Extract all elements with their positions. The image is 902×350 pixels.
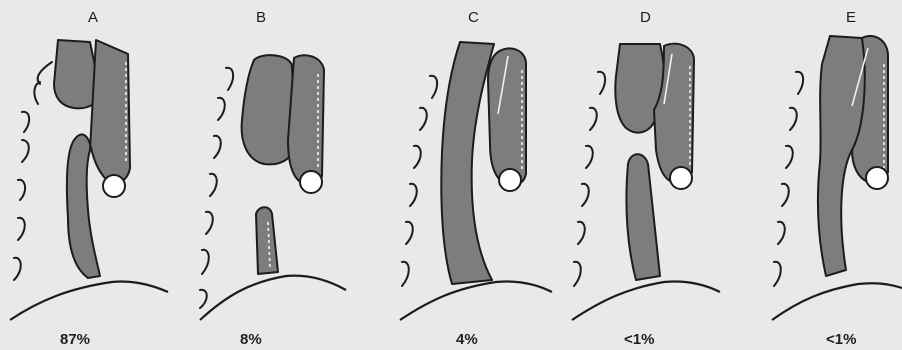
panel-d-letter: D: [640, 9, 651, 26]
panel-b-letter: B: [256, 9, 266, 26]
panel-c-vertebrae: [402, 76, 437, 286]
panel-c-esophagus: [441, 42, 494, 284]
panel-c-lung-bud: [499, 169, 521, 191]
panel-b: B 8%: [200, 9, 346, 348]
panel-e: E <1%: [772, 9, 902, 348]
panel-a-vertebrae: [14, 82, 40, 280]
panel-e-vertebrae: [774, 72, 803, 286]
panel-b-percent: 8%: [240, 331, 262, 348]
panel-c: C 4%: [400, 9, 552, 348]
panel-e-percent: <1%: [826, 331, 856, 348]
panel-d-percent: <1%: [624, 331, 654, 348]
panel-b-vertebrae: [200, 68, 233, 308]
panel-a: A 87%: [10, 9, 168, 348]
panel-a-spine-line: [38, 62, 52, 84]
panel-d-lower-esophagus: [626, 154, 660, 280]
panel-a-stomach-line: [10, 281, 168, 320]
panel-c-percent: 4%: [456, 331, 478, 348]
panel-d: D <1%: [572, 9, 720, 348]
panel-d-lung-bud: [670, 167, 692, 189]
panel-d-stomach-line: [572, 281, 720, 320]
panel-c-letter: C: [468, 9, 479, 26]
panel-b-lung-bud: [300, 171, 322, 193]
panel-a-letter: A: [88, 9, 98, 26]
panel-a-lung-bud: [103, 175, 125, 197]
panel-e-letter: E: [846, 9, 856, 26]
panel-a-percent: 87%: [60, 331, 90, 348]
panel-c-trachea: [488, 48, 526, 185]
panel-e-stomach-line: [772, 283, 902, 320]
panel-d-vertebrae: [574, 72, 605, 286]
panel-b-lower-pouch: [256, 207, 278, 274]
panel-e-lung-bud: [866, 167, 888, 189]
panel-c-stomach-line: [400, 281, 552, 320]
panel-b-stomach-line: [200, 276, 346, 320]
